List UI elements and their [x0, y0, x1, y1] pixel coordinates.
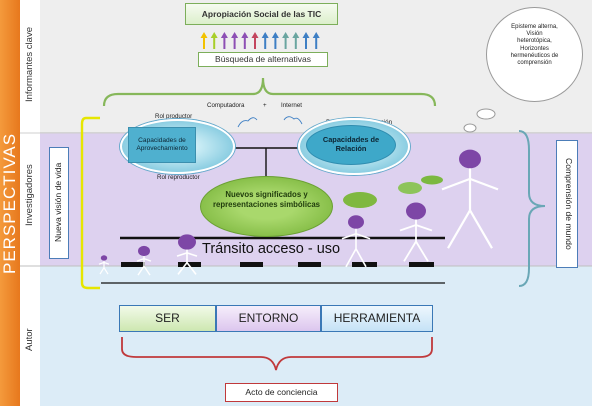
thought-line: Horizontes — [520, 45, 549, 52]
arrow-head-icon — [220, 32, 228, 38]
nuevos-significados-ellipse: Nuevos significados y representaciones s… — [200, 176, 333, 237]
arrow-head-icon — [302, 32, 310, 38]
comprension-mundo-label: Comprensión de mundo — [564, 157, 574, 250]
transit-block — [409, 262, 434, 267]
arrows-group — [200, 32, 320, 49]
thought-line: Episteme alterna, — [511, 24, 558, 30]
thought-dot-2 — [463, 123, 477, 133]
connector-curve-right — [283, 116, 303, 125]
arrow-head-icon — [251, 32, 259, 38]
teal-bracket — [518, 130, 546, 287]
autor-band — [40, 266, 592, 406]
stick-figure-icon — [399, 202, 433, 262]
blob-green-medium — [398, 182, 422, 194]
thought-line: heterotópica, — [517, 38, 552, 45]
segment-ser: SER — [119, 305, 216, 332]
nueva-vision-label: Nueva visión de vida — [53, 162, 63, 243]
transit-block — [178, 262, 201, 267]
stick-figure-icon — [98, 255, 110, 275]
segment-herramienta: HERRAMIENTA — [321, 305, 433, 332]
connector-curve-left — [237, 117, 258, 128]
yellow-bracket — [80, 116, 100, 290]
arrow-head-icon — [282, 32, 290, 38]
arrow-head-icon — [210, 32, 218, 38]
comprension-mundo-box: Comprensión de mundo — [556, 140, 578, 268]
label-computadora: Computadora — [207, 102, 245, 109]
capacidades-aprovechamiento-box: Capacidades de Aprovechamiento — [128, 127, 196, 163]
stick-figures — [98, 149, 499, 276]
arrow-head-icon — [271, 32, 279, 38]
stick-figure-icon — [341, 215, 371, 268]
arrow-head-icon — [241, 32, 249, 38]
thought-dot-1 — [476, 108, 496, 120]
label-rol-reproductor: Rol reproductor — [157, 174, 200, 181]
red-bracket — [121, 337, 433, 371]
green-bracket — [102, 77, 437, 107]
arrow-head-icon — [292, 32, 300, 38]
blob-green-small — [421, 175, 443, 185]
capacidades-relacion-box: Capacidades de Relación — [306, 125, 396, 165]
stick-figure-icon — [176, 234, 198, 275]
thought-line: Visión — [526, 31, 543, 38]
stick-figure-icon — [441, 149, 499, 249]
thought-line: hermenéuticos de — [510, 52, 559, 59]
label-internet: Internet — [281, 102, 302, 109]
arrow-head-icon — [231, 32, 239, 38]
segment-entorno: ENTORNO — [216, 305, 321, 332]
label-plus: + — [263, 102, 267, 109]
arrow-head-icon — [312, 32, 320, 38]
nueva-vision-box: Nueva visión de vida — [49, 147, 69, 259]
acto-conciencia-box: Acto de conciencia — [225, 383, 338, 402]
label-rol-productor: Rol productor — [155, 113, 193, 120]
thought-bubble-icon: Episteme alterna, Visión heterotópica, H… — [486, 7, 583, 102]
search-alternatives-box: Búsqueda de alternativas — [198, 52, 328, 67]
perspectives-bar: PERSPECTIVAS — [0, 0, 20, 406]
top-title-box: Apropiación Social de las TIC — [185, 3, 338, 25]
arrow-head-icon — [261, 32, 269, 38]
transit-block — [121, 262, 145, 267]
transit-block — [240, 262, 263, 267]
stick-figure-icon — [136, 245, 152, 276]
thought-line: comprensión — [517, 59, 552, 66]
arrow-head-icon — [200, 32, 208, 38]
transit-block — [298, 262, 321, 267]
blob-green-large — [343, 192, 377, 208]
transito-label: Tránsito acceso - uso — [202, 241, 341, 257]
